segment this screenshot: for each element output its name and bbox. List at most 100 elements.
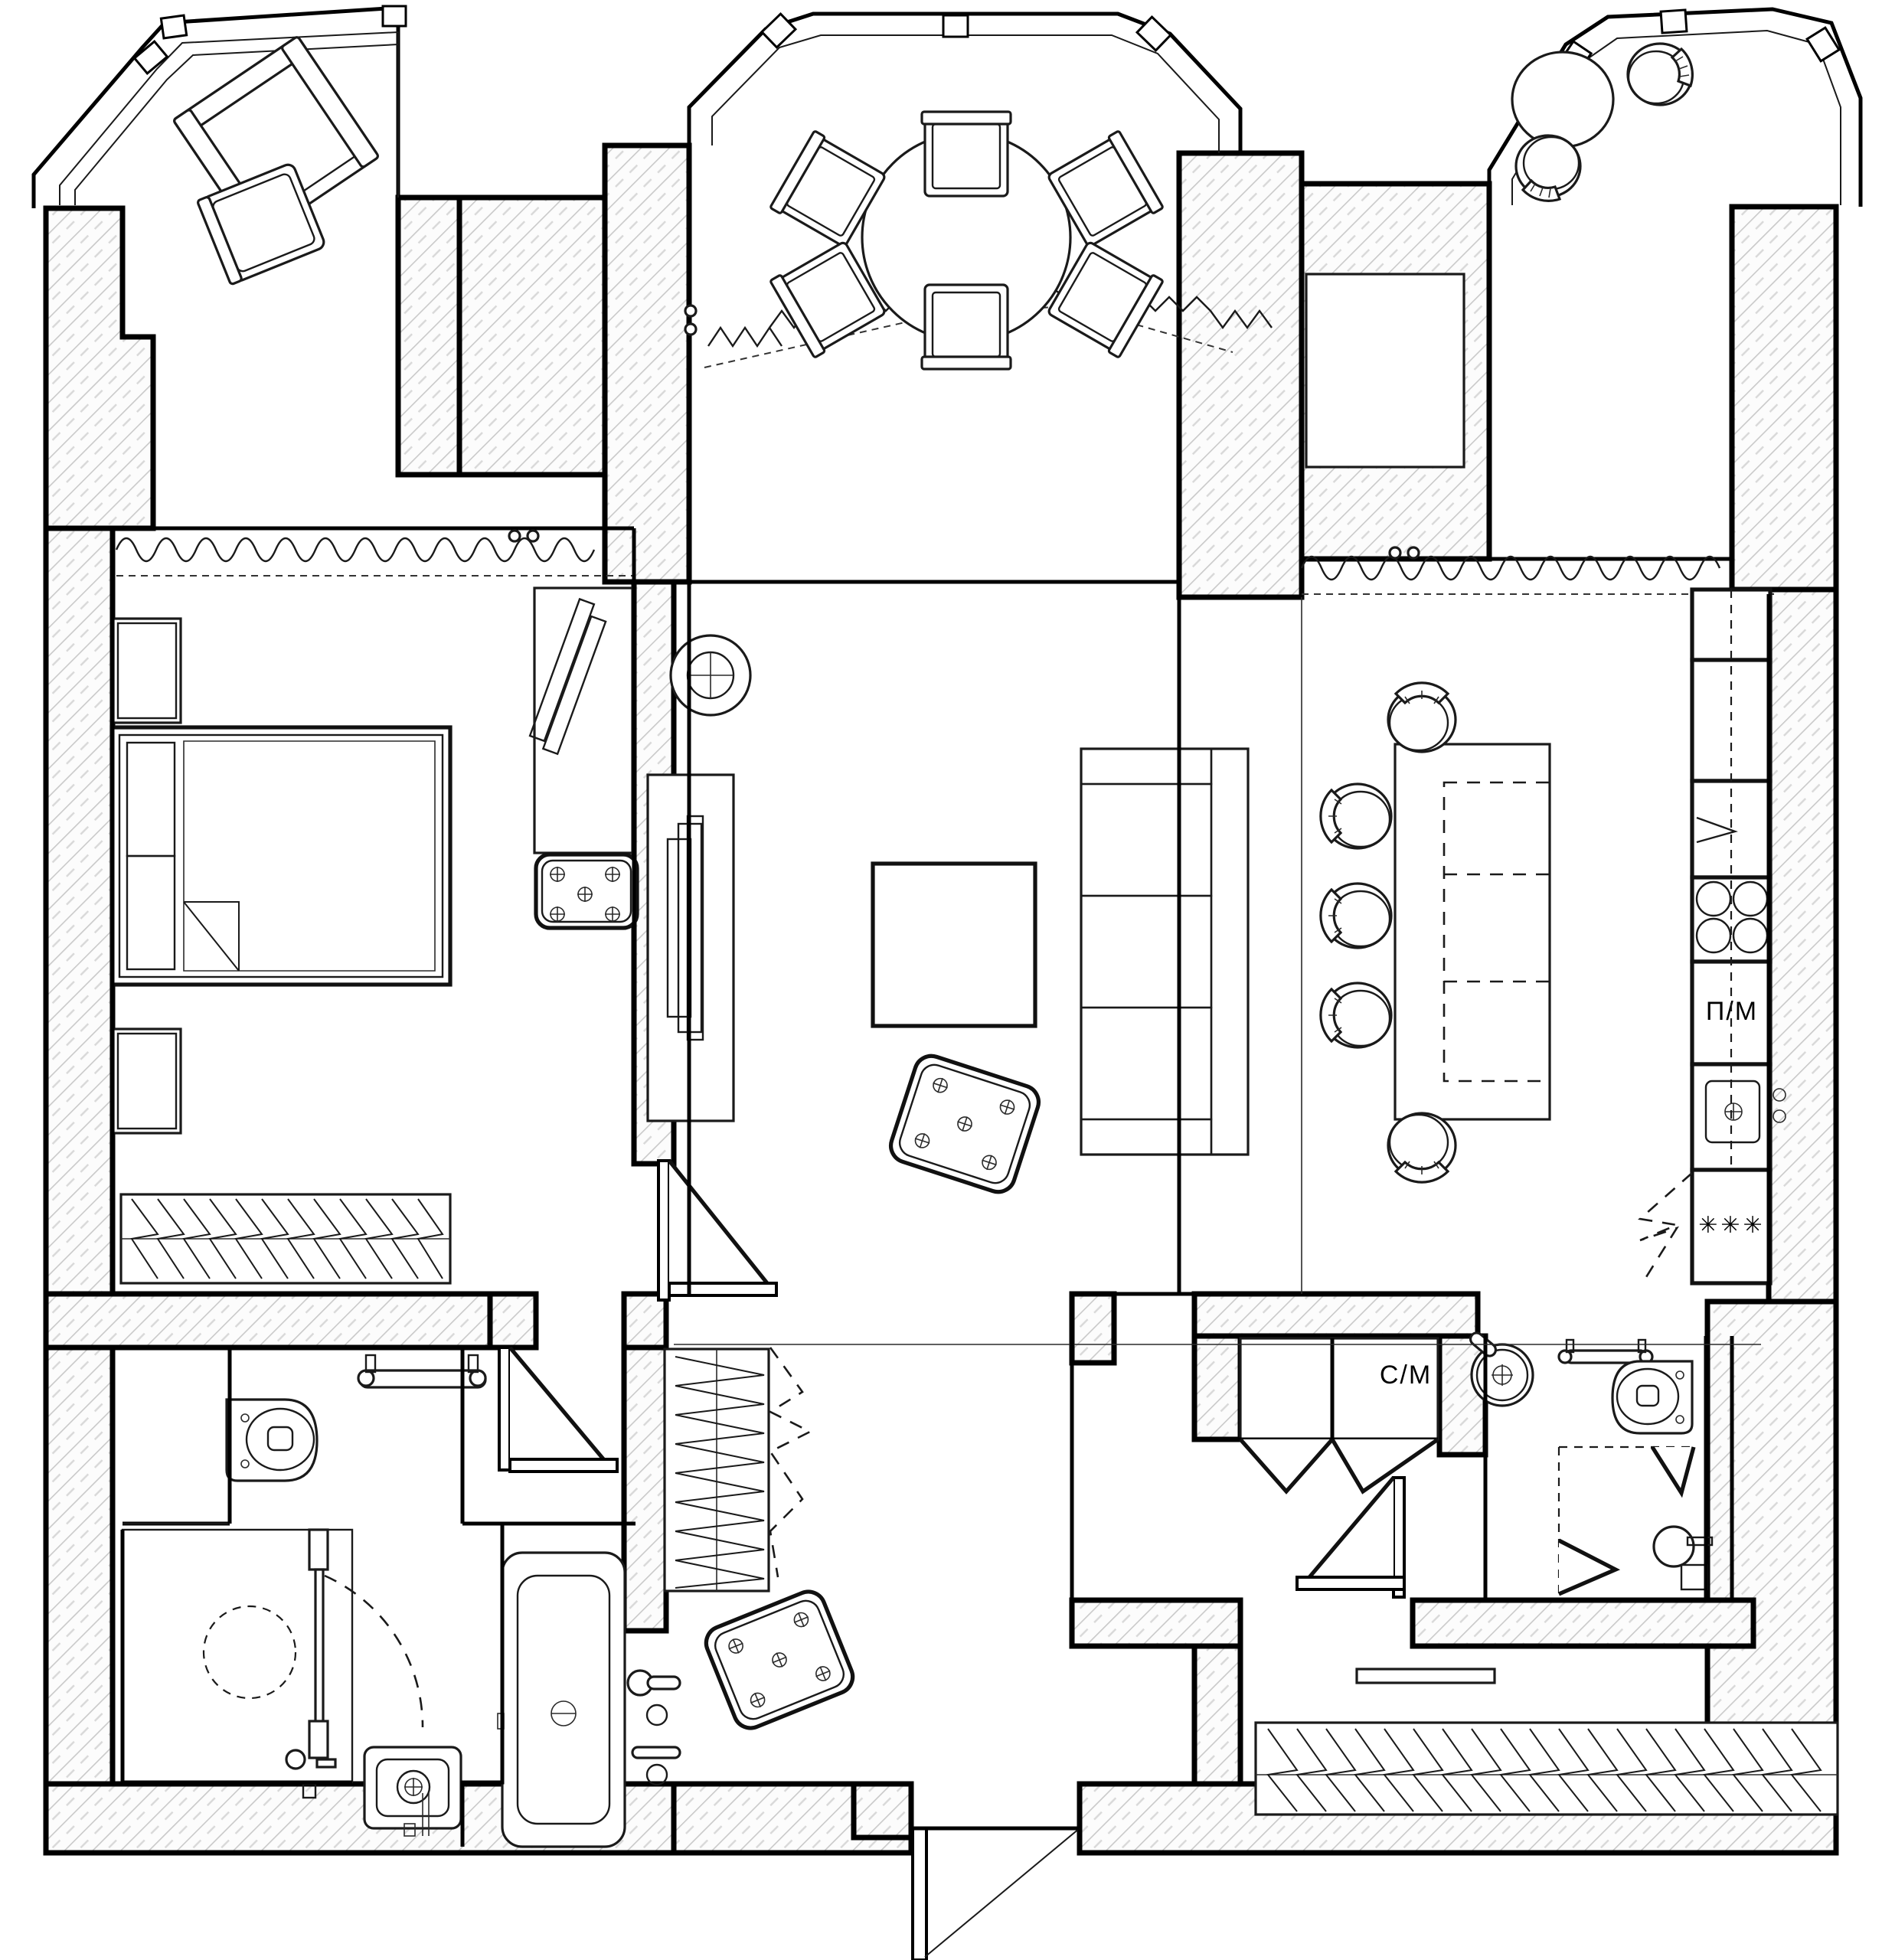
bar-stool[interactable]: [1319, 882, 1393, 949]
balcony-left-mullion-2: [159, 14, 188, 40]
sink-basin: [1704, 1080, 1761, 1144]
door-bedroom[interactable]: [657, 1159, 778, 1302]
wall-topleft-nb: [395, 194, 462, 478]
dining-chair[interactable]: [920, 283, 1012, 371]
wall-right-kitchen: [1766, 586, 1839, 1305]
tap-a: [1773, 1088, 1786, 1102]
fridge-door-swing: [1638, 1172, 1693, 1278]
balcony-center-outline: [687, 11, 1243, 153]
round-side-table[interactable]: [669, 634, 752, 717]
wall-hall-top: [487, 1291, 539, 1351]
towel-rail-main[interactable]: [357, 1354, 487, 1389]
bathtub[interactable]: [497, 1551, 681, 1848]
shower-guest[interactable]: [1557, 1446, 1714, 1596]
wall-laundry-top: [1191, 1291, 1481, 1339]
balcony-right-furniture: [1511, 42, 1694, 202]
door-bathroom-main[interactable]: [498, 1346, 619, 1473]
wall-center-left-pier: [602, 142, 692, 585]
nightstand-top[interactable]: [112, 617, 182, 724]
double-bed[interactable]: [109, 725, 453, 987]
wall-left-bath: [43, 1314, 116, 1856]
wall-guestbath-bottom: [1410, 1597, 1756, 1649]
wall-bath-divider: [123, 1348, 232, 1526]
shower-fitting: [1652, 1525, 1695, 1568]
balcony-center-mullion-1: [760, 11, 798, 50]
washbasin-guest[interactable]: [1468, 1331, 1534, 1407]
wall-entry-left-jamb: [851, 1781, 914, 1841]
toilet-guest[interactable]: [1611, 1360, 1694, 1435]
kitchen-storage-block[interactable]: [1305, 273, 1465, 469]
dining-chair[interactable]: [769, 130, 887, 250]
washing-machine[interactable]: [1239, 1337, 1439, 1441]
balcony-round-chair[interactable]: [1626, 42, 1694, 106]
laundry-door-a[interactable]: [1239, 1438, 1334, 1494]
curtain-bedroom: [115, 537, 596, 563]
bar-stool[interactable]: [1387, 1112, 1457, 1184]
shower-drain: [202, 1605, 297, 1700]
balcony-center-mullion-3: [1135, 15, 1173, 53]
coffee-table[interactable]: [871, 861, 1037, 1028]
pouf-bedroom[interactable]: [534, 852, 639, 930]
pouf-hall[interactable]: [701, 1586, 858, 1733]
bar-stool[interactable]: [1319, 982, 1393, 1049]
hall-shelf: [1355, 1668, 1496, 1684]
washbasin-main[interactable]: [363, 1746, 462, 1837]
kitchen-island[interactable]: [1394, 743, 1551, 1121]
curtain-fix-b: [526, 529, 540, 543]
balcony-round-table[interactable]: [1511, 51, 1615, 149]
towel-rail-guest[interactable]: [1557, 1338, 1654, 1364]
laundry-door-b[interactable]: [1330, 1437, 1439, 1494]
bar-stool[interactable]: [1319, 782, 1393, 850]
doors: [498, 597, 1761, 1960]
balcony-left-rail: [74, 44, 399, 205]
bathroom-guest: [1468, 1331, 1734, 1600]
wall-bedroom-bottom: [43, 1291, 493, 1351]
balcony-left-inner: [59, 31, 399, 205]
balconies: [31, 5, 1863, 208]
balcony-round-chair[interactable]: [1514, 134, 1582, 202]
room-outlines: [110, 528, 1771, 1646]
wall-hall-stub: [621, 1291, 669, 1351]
shower-handle: [285, 1749, 306, 1770]
dining-chair[interactable]: [920, 110, 1012, 198]
bedroom-wardrobe[interactable]: [528, 586, 634, 854]
kitchen-cabinet-run[interactable]: П/М ✳✳✳: [1638, 587, 1786, 1285]
door-bathroom-guest[interactable]: [1296, 1476, 1406, 1599]
wall-dressing-outer: [1191, 1643, 1243, 1787]
dining-chair[interactable]: [769, 239, 887, 358]
burner-3: [1695, 917, 1732, 954]
wall-outlines: [113, 526, 1732, 584]
wall-topleft-pier: [43, 205, 156, 531]
hall-dressing: [663, 1347, 1839, 1816]
shower-door-swing: [324, 1574, 424, 1728]
nightstand-bottom[interactable]: [112, 1027, 182, 1135]
tap-b: [1773, 1109, 1786, 1123]
dining-chair[interactable]: [1046, 239, 1164, 358]
balcony-left-mullion-1: [132, 40, 169, 75]
washing-machine-label: С/М: [1380, 1361, 1432, 1390]
balcony-left-furniture: [173, 36, 379, 286]
sofa[interactable]: [1080, 747, 1250, 1156]
shower-screen-a: [1650, 1446, 1696, 1498]
curtain-fix-f: [684, 322, 698, 336]
shower-kerb: [120, 1530, 352, 1785]
dressing-wardrobe[interactable]: [1254, 1721, 1839, 1816]
wall-right-bath: [1704, 1298, 1839, 1787]
balcony-right-mullion-3: [1805, 26, 1841, 63]
curtain-fix-e: [684, 304, 698, 318]
balcony-right-mullion-2: [1659, 8, 1688, 34]
laundry: С/М: [1194, 1337, 1439, 1494]
toilet-main[interactable]: [225, 1398, 319, 1482]
bathroom-main: [120, 1346, 681, 1848]
bar-stool[interactable]: [1387, 681, 1457, 753]
shower-screen-b: [1557, 1538, 1621, 1596]
bedroom-closet-hanging[interactable]: [119, 1193, 452, 1285]
refrigerator-label: ✳✳✳: [1698, 1213, 1765, 1238]
hall-wardrobe[interactable]: [663, 1347, 812, 1592]
dining-chair[interactable]: [1046, 130, 1164, 250]
side-chair-balcony-left[interactable]: [196, 162, 325, 286]
kitchen-furniture: П/М ✳✳✳: [1305, 273, 1786, 1285]
entrance-door[interactable]: [911, 1826, 1080, 1960]
pouf-living[interactable]: [887, 1052, 1043, 1197]
